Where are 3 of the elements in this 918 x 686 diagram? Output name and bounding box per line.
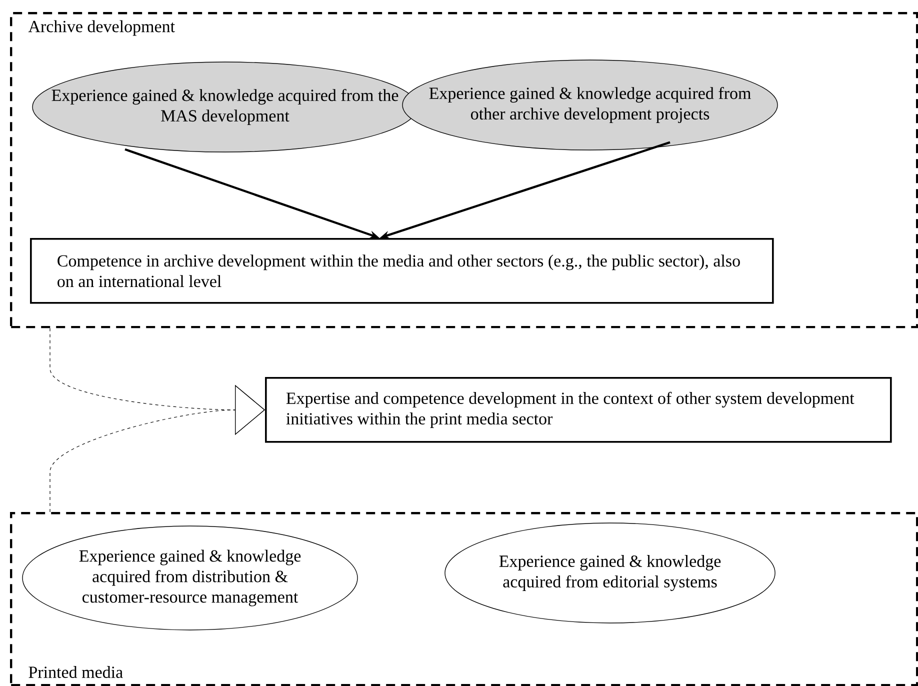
text-box: Competence in archive development within the media and other sectors (e.g., the public sector), also on an international level (30, 238, 774, 304)
text-box: Expertise and competence development in the context of other system development initiatives within the print media sector (265, 377, 892, 443)
arrow (50, 384, 265, 512)
